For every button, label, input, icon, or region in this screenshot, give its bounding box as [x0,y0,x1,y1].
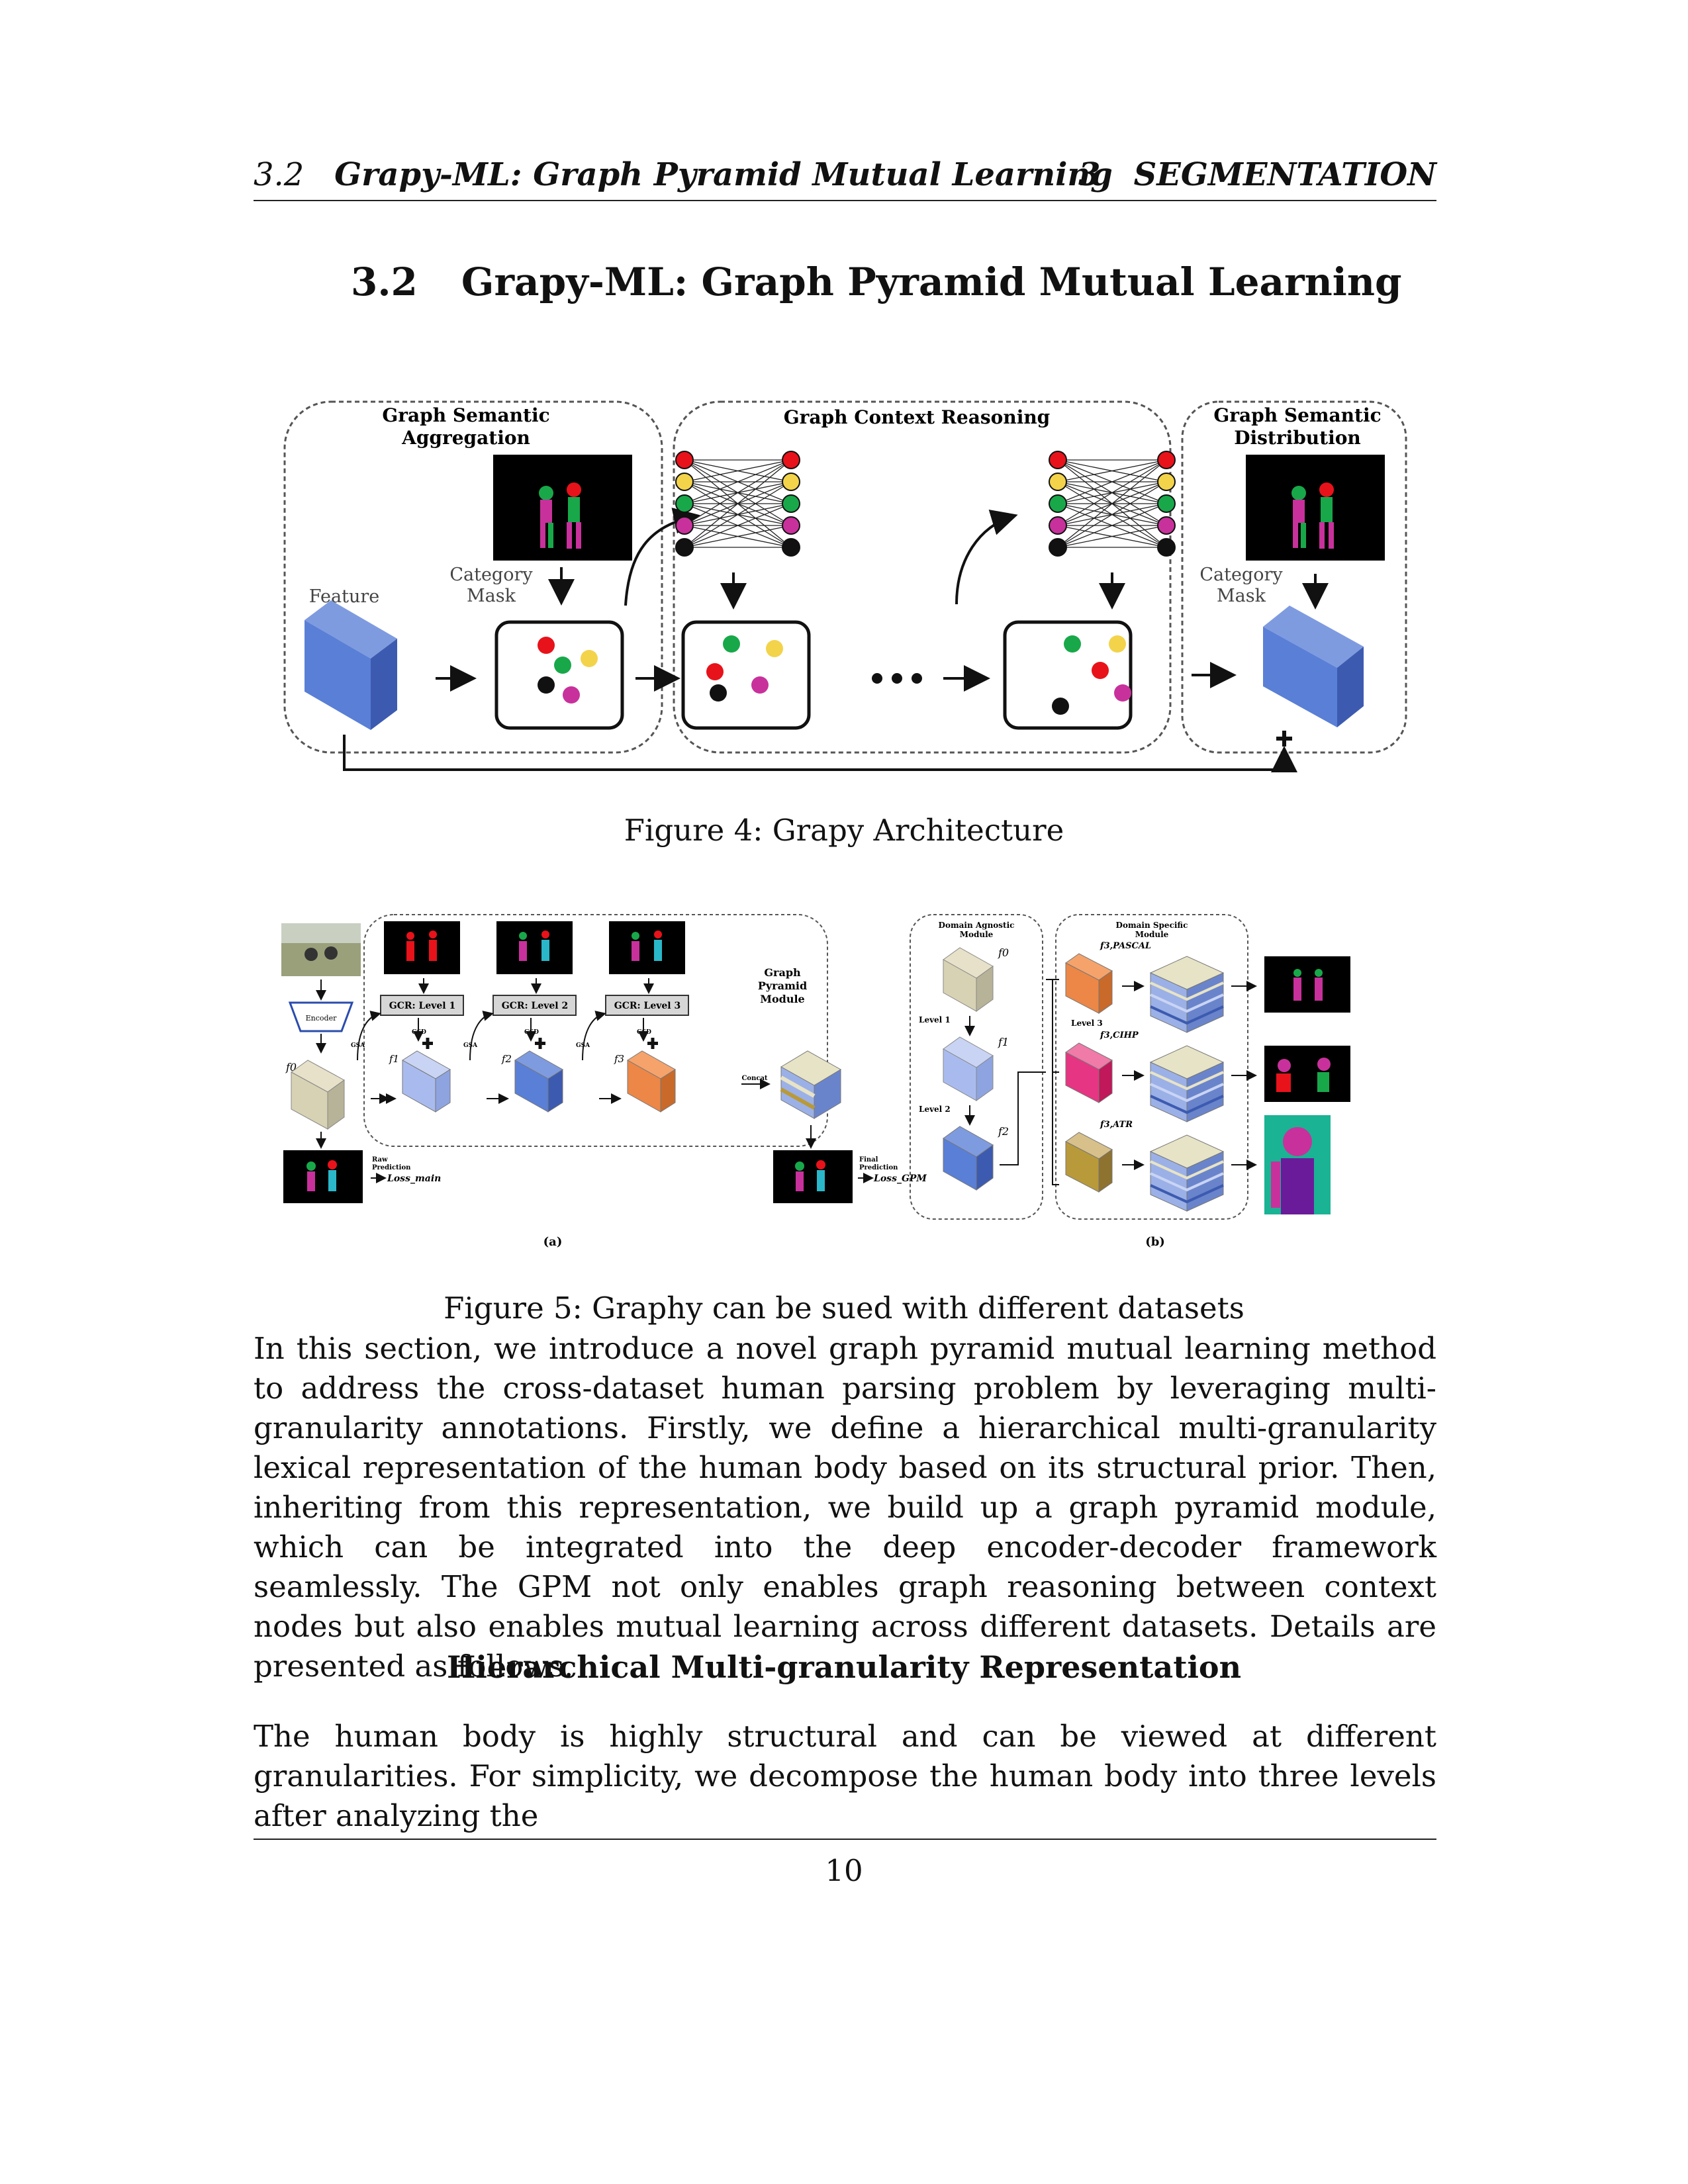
gcr-level-label: GCR: Level 1 [389,1001,456,1011]
footer-rule [254,1839,1436,1840]
category-mask-image-left [493,455,632,561]
gcr-level-label: GCR: Level 3 [614,1001,681,1011]
f1-label-b: f1 [998,1036,1009,1048]
gpm-panel [363,914,828,1147]
running-head-section: 3.2 Grapy-ML: Graph Pyramid Mutual Learn… [254,156,1113,193]
category-mask-image-right [1246,455,1385,561]
f3-label: f3,ATR [1100,1120,1133,1130]
level3-label: Level 3 [1071,1019,1103,1028]
f2-cube-b [943,1126,994,1191]
gsd-panel [1181,400,1407,754]
f3-label: f3,CIHP [1100,1030,1139,1040]
gcr-level-1: GCR: Level 1GSDGSAf1 [351,921,464,1113]
encoder-block [288,1001,354,1032]
running-head: 3.2 Grapy-ML: Graph Pyramid Mutual Learn… [254,154,1436,201]
f-label-a: f1 [389,1053,399,1065]
section-number: 3.2 [351,259,418,304]
node-box-3 [1003,620,1133,730]
raw-prediction-image [283,1150,363,1203]
page-number: 10 [825,1853,863,1888]
f0-label-b: f0 [998,946,1009,959]
f2-label-b: f2 [998,1125,1009,1138]
panel-a-label: (a) [543,1235,563,1249]
running-head-chapter-title: SEGMENTATION [1133,156,1436,193]
concat-label: Concat [741,1075,767,1082]
output-cube [1263,606,1364,727]
domain-specific-row-1: f3,PASCAL [1065,941,1350,1033]
gsd-label: GSD [412,1029,426,1036]
graph-network-2 [1049,451,1176,557]
node-box-2 [681,620,811,730]
gcr-panel [673,400,1172,754]
node-box-1 [494,620,624,730]
f0-cube-b [943,947,994,1012]
feature-label: Feature [309,586,379,607]
figure-4-caption: Figure 4: Grapy Architecture [624,813,1064,848]
ellipsis [872,673,922,684]
graph-network-1 [675,451,800,557]
body-paragraph-1: In this section, we introduce a novel gr… [254,1331,1436,1684]
gcr-level-3: GCR: Level 3GSDGSAf3 [576,921,689,1113]
f3-label: f3,PASCAL [1100,941,1151,951]
running-head-chapter: 3 SEGMENTATION [1078,156,1436,193]
feature-cube [305,600,397,730]
gcr-title: Graph Context Reasoning [784,406,1051,428]
f-label-a: f3 [614,1053,624,1065]
domain-specific-row-3: f3,ATR [1065,1115,1331,1214]
level2-label: Level 2 [919,1105,951,1114]
body-paragraph-2: The human body is highly structural and … [254,1719,1436,1833]
gsd-label: GSD [524,1029,539,1036]
domain-agnostic-panel [910,914,1043,1220]
gsa-panel [283,400,663,754]
subsection-heading: Hierarchical Multi-granularity Represent… [446,1649,1242,1685]
domain-specific-row-2: f3,CIHP [1065,1030,1350,1122]
running-head-chapter-number: 3 [1078,156,1101,193]
figure-5-caption: Figure 5: Graphy can be sued with differ… [444,1291,1244,1326]
loss-gpm-label: Loss_GPM [873,1173,927,1184]
encoder-label: Encoder [306,1014,337,1023]
section-title: 3.2 Grapy-ML: Graph Pyramid Mutual Learni… [351,259,1402,304]
panel-b-label: (b) [1145,1235,1165,1249]
final-prediction-image [773,1150,853,1203]
loss-main-label: Loss_main [387,1173,441,1184]
gcr-level-label: GCR: Level 2 [502,1001,569,1011]
stacked-cube-a [780,1050,841,1119]
running-head-section-title: Grapy-ML: Graph Pyramid Mutual Learning [334,156,1113,193]
running-head-section-number: 3.2 [254,156,305,193]
domain-specific-panel [1055,914,1248,1220]
section-heading: Grapy-ML: Graph Pyramid Mutual Learning [461,259,1402,304]
gcr-level-2: GCR: Level 2GSDGSAf2 [463,921,577,1113]
plus-icon [1276,731,1292,747]
level1-label: Level 1 [919,1015,951,1024]
f-label-a: f2 [501,1053,512,1065]
gsd-label: GSD [637,1029,651,1036]
f1-cube-b [943,1036,994,1101]
f0-cube-a [291,1060,345,1130]
